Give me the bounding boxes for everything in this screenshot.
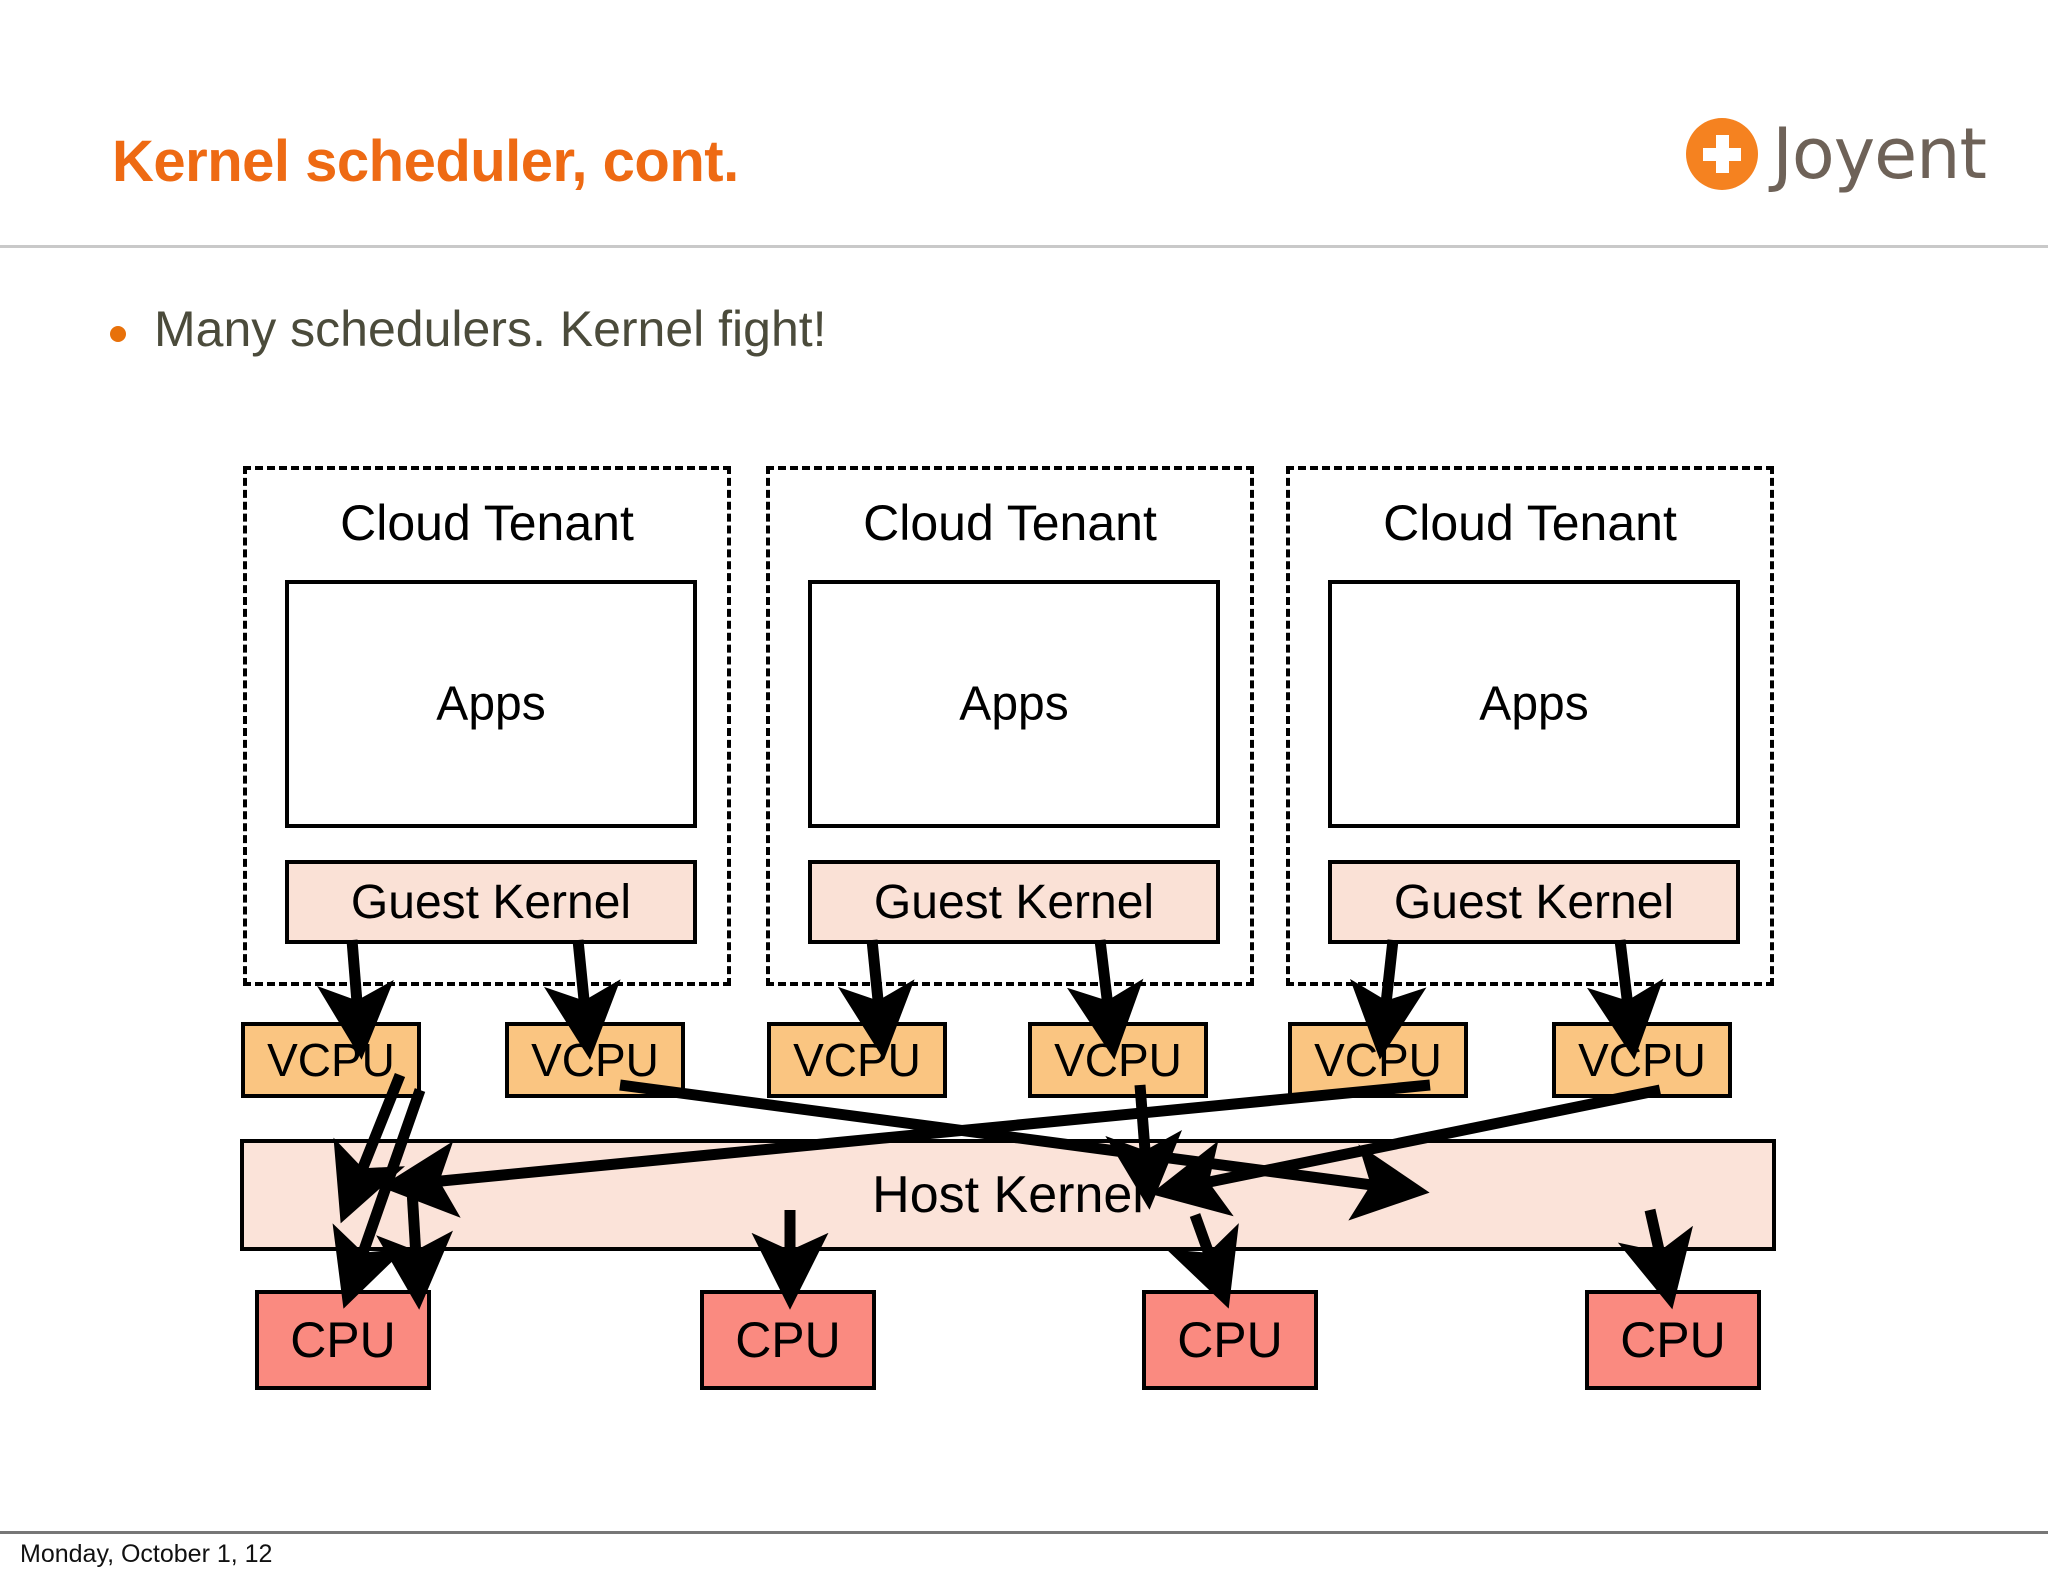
cloud-tenant-3: Cloud Tenant Apps Guest Kernel [1286,466,1774,986]
cpu-box-3: CPU [1142,1290,1318,1390]
tenant-label: Cloud Tenant [1383,495,1677,551]
vcpu-box-5: VCPU [1288,1022,1468,1098]
tenant-label: Cloud Tenant [863,495,1157,551]
vcpu-box-6: VCPU [1552,1022,1732,1098]
guest-kernel-3: Guest Kernel [1328,860,1740,944]
vcpu-box-2: VCPU [505,1022,685,1098]
joyent-logo: Joyent [1686,113,1987,195]
cloud-tenant-1: Cloud Tenant Apps Guest Kernel [243,466,731,986]
host-kernel-label: Host Kernel [872,1166,1144,1224]
bullet-item: Many schedulers. Kernel fight! [110,300,827,358]
cloud-tenant-2: Cloud Tenant Apps Guest Kernel [766,466,1254,986]
vcpu-box-3: VCPU [767,1022,947,1098]
header-divider [0,245,2048,248]
vcpu-box-1: VCPU [241,1022,421,1098]
tenant-label: Cloud Tenant [340,495,634,551]
cpu-box-2: CPU [700,1290,876,1390]
guest-kernel-1: Guest Kernel [285,860,697,944]
bullet-label: Many schedulers. Kernel fight! [154,301,827,357]
apps-box-3: Apps [1328,580,1740,828]
footer-divider [0,1531,2048,1534]
cpu-box-4: CPU [1585,1290,1761,1390]
host-kernel-bar: Host Kernel [240,1139,1776,1251]
footer-date: Monday, October 1, 12 [20,1540,273,1568]
apps-label: Apps [1479,677,1589,731]
page-title: Kernel scheduler, cont. [112,129,739,194]
logo-wordmark: Joyent [1772,113,1987,195]
cpu-box-1: CPU [255,1290,431,1390]
plus-circle-icon [1686,118,1759,190]
vcpu-box-4: VCPU [1028,1022,1208,1098]
apps-label: Apps [436,677,546,731]
guest-kernel-2: Guest Kernel [808,860,1220,944]
apps-box-1: Apps [285,580,697,828]
bullet-dot-icon [110,326,126,342]
apps-label: Apps [959,677,1069,731]
apps-box-2: Apps [808,580,1220,828]
